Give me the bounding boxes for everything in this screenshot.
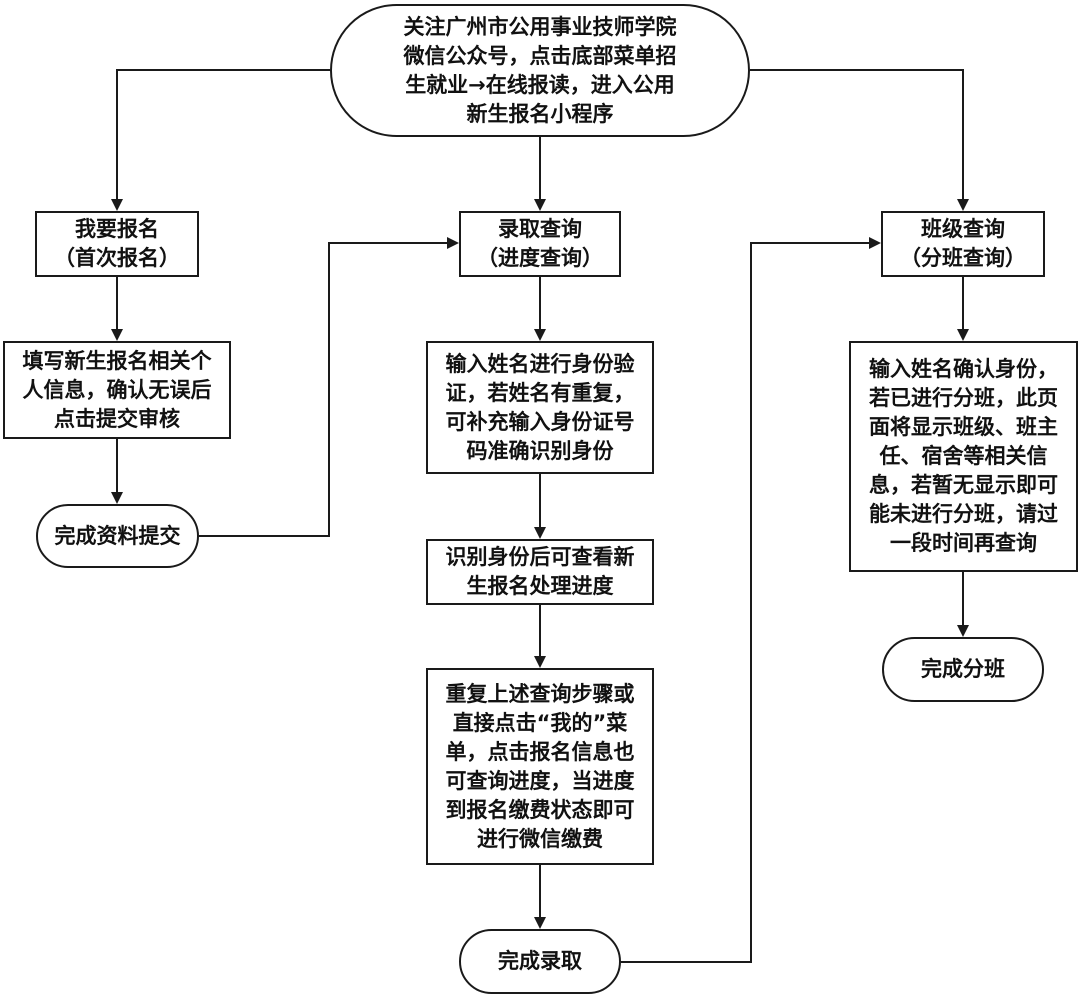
node-line: 直接点击“我的”菜 bbox=[452, 710, 628, 735]
node-line: 人信息，确认无误后 bbox=[22, 377, 212, 402]
node-line: 录取查询 bbox=[498, 217, 582, 241]
node-start: 关注广州市公用事业技师学院 微信公众号，点击底部菜单招 生就业→在线报读，进入公… bbox=[330, 4, 750, 137]
node-line: 完成分班 bbox=[921, 657, 1005, 681]
edge-admission-done-to-class-query bbox=[621, 237, 881, 963]
node-line: 完成录取 bbox=[498, 949, 582, 973]
node-line: 若已进行分班，此页 bbox=[869, 386, 1058, 410]
node-line: 我要报名 bbox=[75, 217, 159, 241]
node-line: 码准确识别身份 bbox=[466, 438, 614, 463]
node-line: 输入姓名确认身份， bbox=[869, 357, 1058, 381]
node-class-info: 输入姓名确认身份， 若已进行分班，此页 面将显示班级、班主 任、宿舍等相关信 息… bbox=[849, 341, 1078, 572]
node-view-progress: 识别身份后可查看新 生报名处理进度 bbox=[426, 539, 654, 605]
node-line: 单，点击报名信息也 bbox=[445, 739, 635, 764]
node-line: （分班查询） bbox=[900, 246, 1026, 270]
edge-submit-done-to-admission-query bbox=[199, 237, 459, 537]
node-line: 生报名处理进度 bbox=[466, 574, 614, 598]
node-line: 微信公众号，点击底部菜单招 bbox=[403, 43, 677, 68]
node-line: （首次报名） bbox=[54, 246, 180, 270]
node-admission-query: 录取查询 （进度查询） bbox=[459, 211, 621, 277]
node-line: 新生报名小程序 bbox=[466, 101, 614, 126]
node-repeat-pay: 重复上述查询步骤或 直接点击“我的”菜 单，点击报名信息也 可查询进度，当进度 … bbox=[426, 668, 654, 865]
node-line: 完成资料提交 bbox=[54, 523, 181, 548]
node-line: 到报名缴费状态即可 bbox=[445, 797, 635, 822]
node-line: 能未进行分班，请过 bbox=[869, 502, 1058, 526]
node-line: 可查询进度，当进度 bbox=[445, 768, 635, 793]
node-line: 可补充输入身份证号 bbox=[445, 409, 635, 434]
node-line: 息，若暂无显示即可 bbox=[869, 473, 1058, 497]
node-line: 进行微信缴费 bbox=[477, 826, 603, 851]
node-admission-done: 完成录取 bbox=[459, 929, 621, 994]
edge-start-to-class-query bbox=[750, 69, 969, 211]
node-line: 生就业→在线报读，进入公用 bbox=[405, 72, 675, 97]
node-line: 填写新生报名相关个 bbox=[22, 348, 212, 373]
node-line: 关注广州市公用事业技师学院 bbox=[403, 14, 677, 39]
node-fill-info: 填写新生报名相关个 人信息，确认无误后 点击提交审核 bbox=[3, 341, 231, 439]
node-line: 点击提交审核 bbox=[54, 406, 180, 431]
node-submit-done: 完成资料提交 bbox=[36, 504, 199, 568]
edge-start-to-enroll bbox=[111, 69, 330, 211]
node-enroll: 我要报名 （首次报名） bbox=[35, 211, 199, 277]
node-class-done: 完成分班 bbox=[882, 637, 1044, 702]
node-line: 识别身份后可查看新 bbox=[445, 545, 635, 569]
node-line: 输入姓名进行身份验 bbox=[445, 351, 635, 376]
node-line: 面将显示班级、班主 bbox=[869, 415, 1058, 439]
node-line: 重复上述查询步骤或 bbox=[445, 681, 635, 706]
node-line: 班级查询 bbox=[921, 217, 1005, 241]
node-line: 任、宿舍等相关信 bbox=[879, 444, 1048, 468]
node-line: 一段时间再查询 bbox=[890, 531, 1037, 555]
node-line: （进度查询） bbox=[477, 246, 603, 270]
node-class-query: 班级查询 （分班查询） bbox=[881, 211, 1045, 277]
node-line: 证，若姓名有重复， bbox=[445, 380, 635, 405]
node-verify-name: 输入姓名进行身份验 证，若姓名有重复， 可补充输入身份证号 码准确识别身份 bbox=[426, 341, 654, 474]
